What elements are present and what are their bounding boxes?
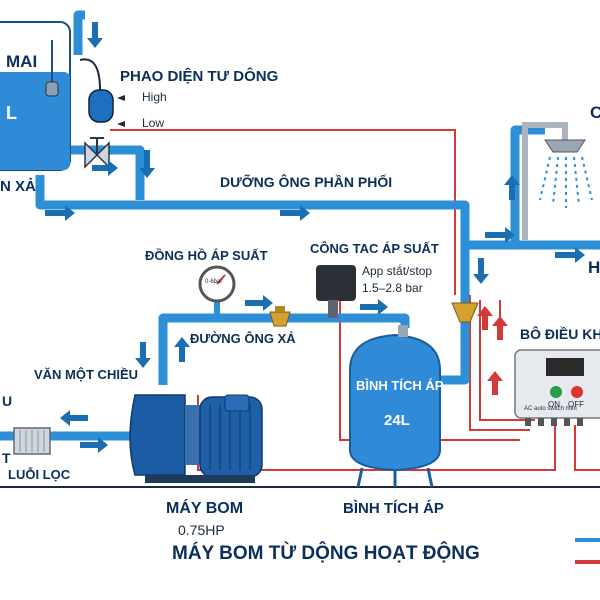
wire-a <box>469 295 530 431</box>
pump-power: 0.75HP <box>178 522 225 538</box>
controller-model-label: AC auto switch mini <box>524 406 577 412</box>
distribution-pipe <box>35 175 470 245</box>
switch-wire <box>339 300 520 441</box>
tank-float <box>45 81 59 97</box>
arrow-right-4 <box>485 227 515 243</box>
signal-arrows <box>477 306 508 395</box>
controller-box <box>514 349 600 426</box>
arrow-left-1 <box>60 410 88 426</box>
distribution-pipe-label: DƯỠNG ÔNG PHẦN PHỐI <box>220 174 393 190</box>
pressure-switch-label: CÔNG TAC ÁP SUẤT <box>310 241 439 256</box>
arrow-right-5 <box>555 247 585 263</box>
pressure-gauge <box>198 265 236 316</box>
arrow-right-7 <box>360 299 388 315</box>
pipes <box>0 10 600 441</box>
arrow-down-1 <box>87 22 103 48</box>
controller-on-label: ON <box>548 400 560 409</box>
arrow-up-2 <box>174 337 190 362</box>
shower-label: C <box>590 103 600 122</box>
float-low-label: Low <box>142 116 165 130</box>
arrow-down-2 <box>139 150 155 178</box>
tank-drain-label: N XẢ <box>0 178 36 195</box>
controller-label: BÔ ĐIỀU KH <box>520 326 600 342</box>
riser-to-tank <box>440 245 470 385</box>
pump-caption: MÁY BOM <box>166 500 244 517</box>
arrow-right-3 <box>280 205 310 221</box>
tank-volume-label: L <box>6 103 17 123</box>
tank-inlet-pipe <box>73 10 85 55</box>
arrow-right-1 <box>92 160 118 176</box>
pressure-tank-volume: 24L <box>384 412 410 429</box>
float-switch-label: PHAO DIỆN TƯ DÔNG <box>120 68 279 85</box>
strainer-side-left: U <box>2 393 13 409</box>
outlet-pipe-label: ĐƯỜNG ÔNG XẢ <box>190 331 296 346</box>
gate-valve <box>84 137 110 169</box>
brass-check-valve <box>269 306 291 327</box>
arrow-down-3 <box>473 258 489 284</box>
upper-tank <box>0 21 71 171</box>
foot-strainer <box>13 427 51 455</box>
arrow-up-1 <box>504 175 520 200</box>
strainer-label: LUỖI LỌC <box>8 467 71 482</box>
tank-name-label: MAI <box>6 52 38 71</box>
arrow-right-2 <box>45 205 75 221</box>
shower-pipe <box>510 125 545 245</box>
arrow-right-6 <box>245 295 273 311</box>
strainer-side-letter: T <box>2 450 11 466</box>
pressure-gauge-label: ĐỒNG HỒ ÁP SUẤT <box>145 248 268 263</box>
pump-unit <box>129 394 263 483</box>
pressure-tank <box>349 325 441 488</box>
pressure-tank-title: BÌNH TÍCH ÁP <box>356 378 444 393</box>
pressure-switch-line1: App stắt/stop <box>362 264 433 278</box>
mains-wire <box>574 425 600 471</box>
float-switch <box>79 58 125 127</box>
flow-arrows <box>45 22 585 453</box>
controller-off-label: OFF <box>568 400 584 409</box>
check-valve-label: VĂN MỘT CHIỀU <box>34 367 138 382</box>
pressure-switch <box>316 265 356 318</box>
pressure-switch-line2: 1.5–2.8 bar <box>362 281 423 295</box>
float-wire <box>110 129 456 295</box>
diagram-title: MÁY BOM TỪ DỘNG HOẠT ĐỘNG <box>172 543 480 564</box>
arrow-down-4 <box>135 342 151 368</box>
y-strainer-valve <box>451 302 479 323</box>
house-label: H <box>588 258 600 277</box>
wire-b <box>479 300 535 421</box>
shower <box>522 122 593 240</box>
pressure-gauge-dial: 0-6bar <box>205 279 223 285</box>
arrow-right-8 <box>80 437 108 453</box>
float-high-label: High <box>142 90 167 104</box>
pressure-tank-caption: BÌNH TÍCH ÁP <box>343 500 444 517</box>
